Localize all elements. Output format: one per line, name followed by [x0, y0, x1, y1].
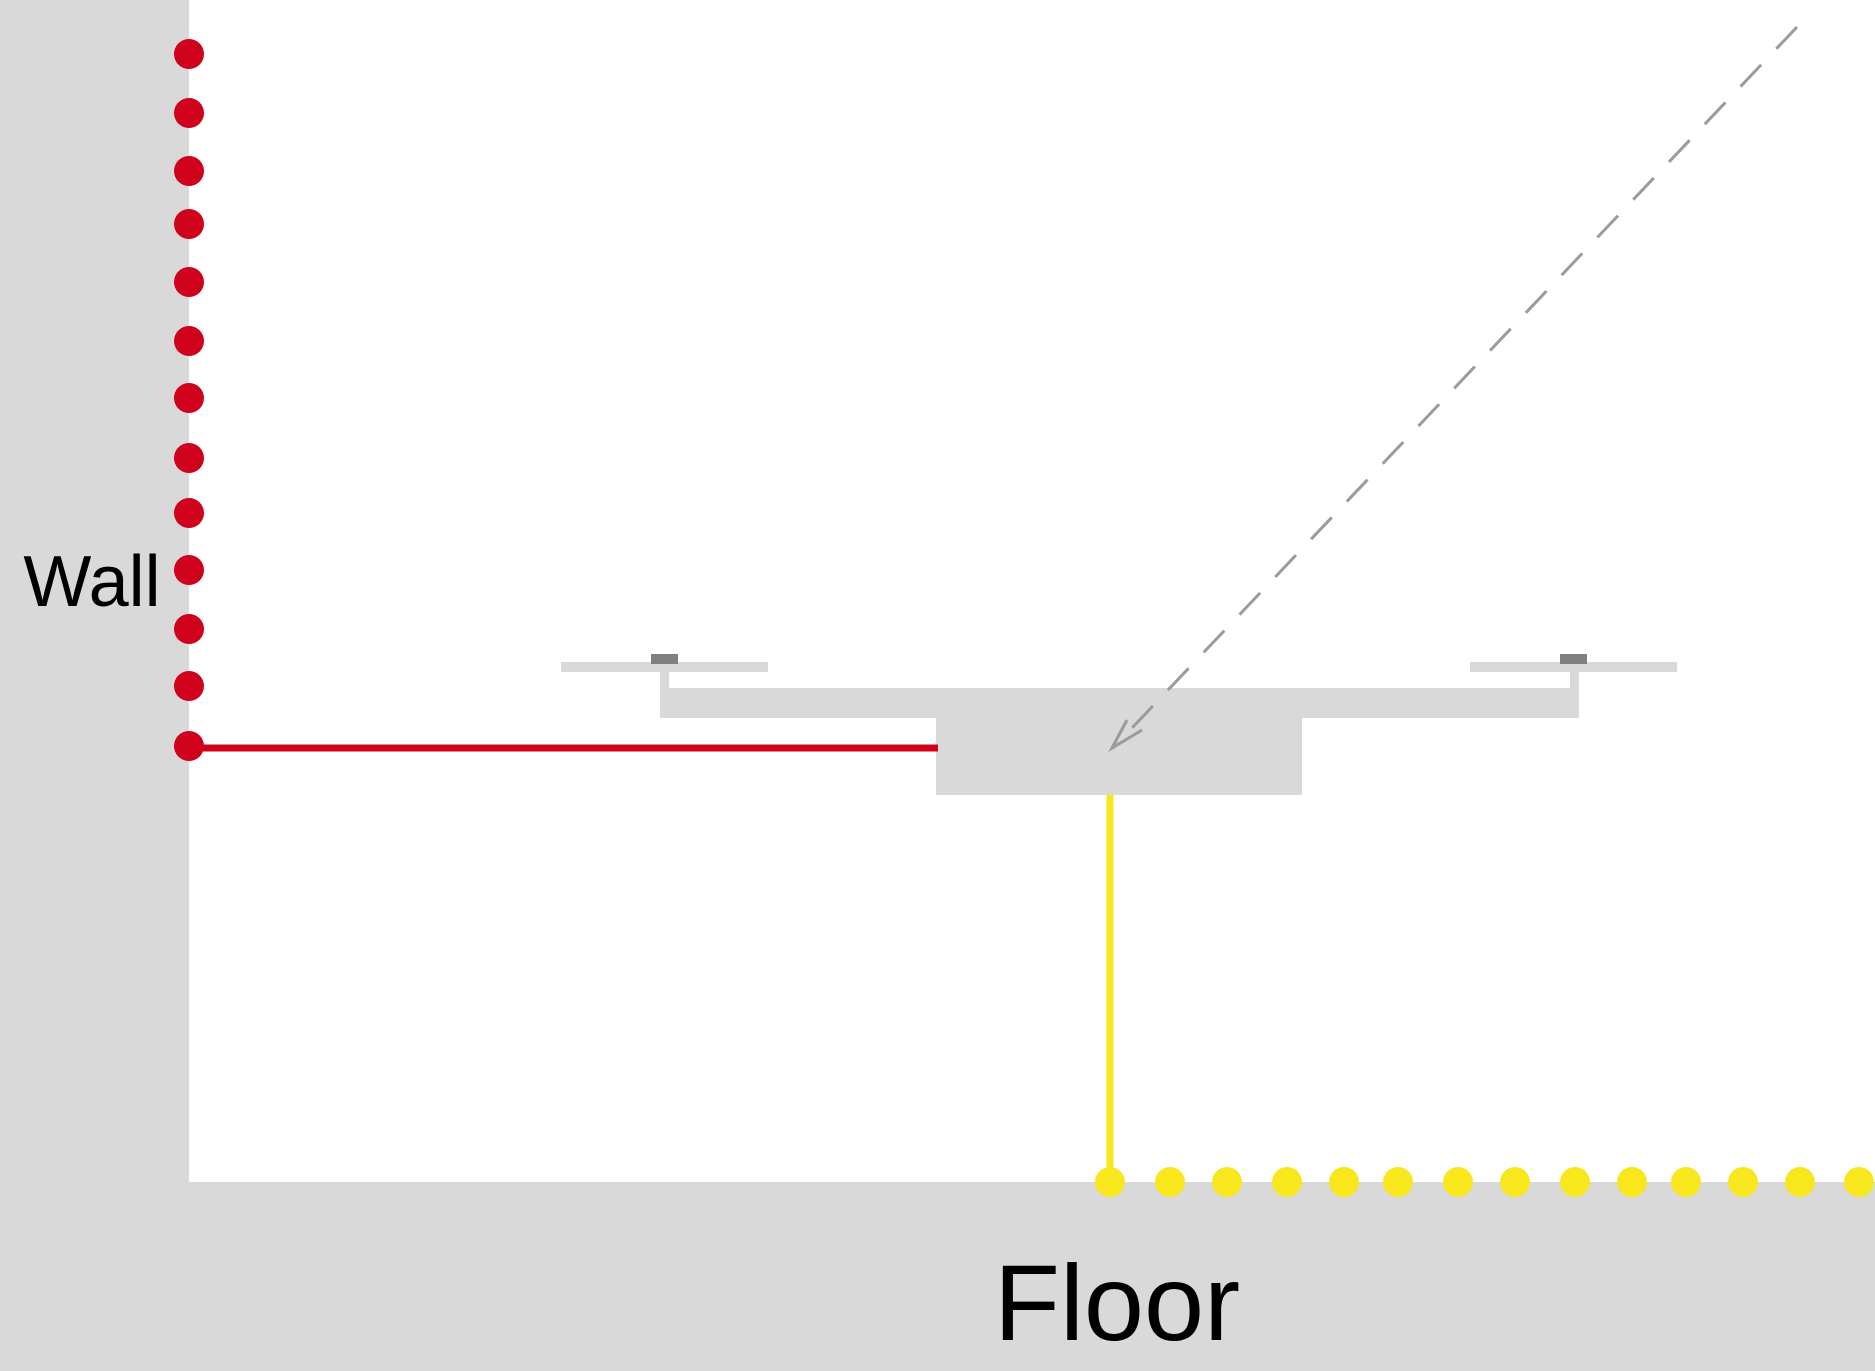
wall-sensor-dots: [174, 39, 204, 761]
wall-sensor-dot: [174, 498, 204, 528]
floor-sensor-dot: [1383, 1167, 1413, 1197]
wall-sensor-dot: [174, 98, 204, 128]
wall-sensor-dot: [174, 443, 204, 473]
floor-sensor-dot: [1272, 1167, 1302, 1197]
right-propeller-mount: [1570, 672, 1579, 688]
wall-sensor-dot: [174, 555, 204, 585]
floor-sensor-dot: [1728, 1167, 1758, 1197]
floor-sensor-dots: [1095, 1167, 1874, 1197]
wall-sensor-dot: [174, 383, 204, 413]
right-motor: [1560, 654, 1587, 664]
drone: [561, 654, 1677, 795]
floor-label: Floor: [994, 1242, 1240, 1363]
wall: [0, 0, 189, 1371]
floor: [0, 1182, 1875, 1371]
wall-sensor-dot: [174, 326, 204, 356]
left-propeller: [561, 662, 768, 672]
floor-sensor-dot: [1095, 1167, 1125, 1197]
arrowhead-icon: [1108, 719, 1143, 753]
floor-sensor-dot: [1500, 1167, 1530, 1197]
floor-sensor-dot: [1329, 1167, 1359, 1197]
floor-sensor-dot: [1155, 1167, 1185, 1197]
wall-sensor-dot: [174, 671, 204, 701]
floor-sensor-dot: [1443, 1167, 1473, 1197]
floor-sensor-dot: [1844, 1167, 1874, 1197]
wall-sensor-dot: [174, 731, 204, 761]
floor-sensor-dot: [1560, 1167, 1590, 1197]
wall-sensor-dot: [174, 39, 204, 69]
floor-sensor-dot: [1671, 1167, 1701, 1197]
drone-body: [936, 688, 1302, 795]
wall-label: Wall: [23, 542, 160, 622]
wall-sensor-dot: [174, 267, 204, 297]
left-motor: [651, 654, 678, 664]
wall-sensor-dot: [174, 156, 204, 186]
right-propeller: [1470, 662, 1677, 672]
floor-sensor-dot: [1212, 1167, 1242, 1197]
incoming-ray: [1108, 25, 1799, 753]
wall-sensor-dot: [174, 614, 204, 644]
floor-sensor-dot: [1617, 1167, 1647, 1197]
dashed-ray-line: [1111, 25, 1799, 750]
wall-sensor-dot: [174, 209, 204, 239]
left-propeller-mount: [660, 672, 669, 688]
floor-sensor-dot: [1785, 1167, 1815, 1197]
